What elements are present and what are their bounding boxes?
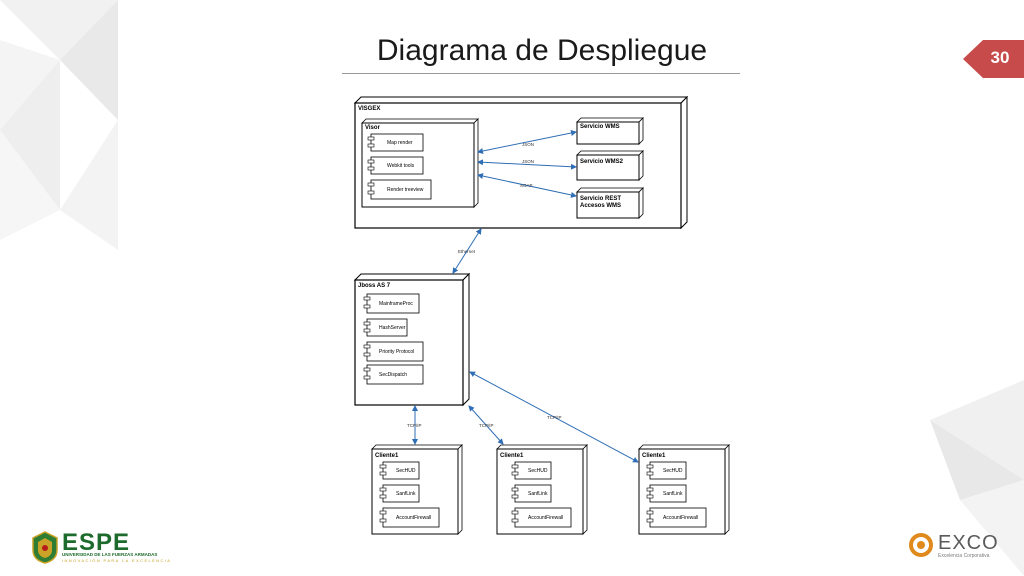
exco-subtitle: Excelencia Corporativa (938, 553, 990, 559)
svg-text:TCP/IP: TCP/IP (479, 423, 494, 428)
svg-text:Jboss AS 7: Jboss AS 7 (358, 283, 391, 289)
svg-text:JSON: JSON (522, 142, 534, 147)
connector-tcpip-2: TCP/IP (468, 405, 504, 445)
component-secdispatch: SecDispatch (363, 364, 424, 385)
node-cliente-2: Cliente1 SecHUD SanfLink AccountFirewall (496, 444, 588, 535)
node-servicio-wms2: Servicio WMS2 (576, 150, 644, 181)
node-visor-label: Visor (365, 125, 381, 131)
component-accountfirewall: AccountFirewall (511, 507, 572, 528)
slide-title: Diagrama de Despliegue (376, 34, 708, 67)
node-servicio-rest: Servicio REST Accesos WMS (576, 187, 644, 219)
svg-text:TCP/IP: TCP/IP (547, 415, 562, 420)
espe-subtitle: UNIVERSIDAD DE LAS FUERZAS ARMADAS (62, 552, 158, 557)
page-number-badge (963, 40, 1024, 78)
svg-text:AccountFirewall: AccountFirewall (663, 515, 698, 521)
connector-tcpip-1: TCP/IP (407, 405, 422, 445)
component-render-treeview: Render treeview (367, 179, 432, 200)
svg-text:AccountFirewall: AccountFirewall (528, 515, 563, 521)
connector-tcpip-3: TCP/IP (469, 371, 639, 463)
node-cliente-3: Cliente1 SecHUD SanfLink AccountFirewall (638, 444, 730, 535)
svg-text:Map render: Map render (387, 140, 413, 146)
svg-text:SanfLink: SanfLink (528, 491, 548, 497)
svg-text:SecDispatch: SecDispatch (379, 372, 407, 378)
component-accountfirewall: AccountFirewall (379, 507, 440, 528)
exco-logo-mark (909, 533, 933, 557)
component-sechud: SecHUD (379, 461, 420, 480)
node-servicio-wms: Servicio WMS (576, 117, 644, 145)
svg-text:TCP/IP: TCP/IP (407, 423, 422, 428)
component-accountfirewall: AccountFirewall (646, 507, 707, 528)
espe-tagline: INNOVACIÓN PARA LA EXCELENCIA (62, 558, 172, 563)
component-priority-protocol: Priority Protocol (363, 341, 424, 362)
component-mainframeproc: MainframeProc (363, 293, 420, 314)
svg-text:Accesos WMS: Accesos WMS (580, 203, 621, 209)
component-map-render: Map render (367, 133, 424, 152)
svg-text:SecHUD: SecHUD (396, 468, 416, 474)
svg-text:Webkit tools: Webkit tools (387, 163, 415, 169)
svg-text:Servicio REST: Servicio REST (580, 196, 621, 202)
svg-text:AccountFirewall: AccountFirewall (396, 515, 431, 521)
espe-logo-text: ESPE (62, 529, 131, 556)
svg-text:Servicio WMS: Servicio WMS (580, 124, 620, 130)
page-number: 30 (990, 48, 1010, 67)
svg-text:SanfLink: SanfLink (396, 491, 416, 497)
component-sanflink: SanfLink (511, 484, 552, 503)
component-sechud: SecHUD (646, 461, 687, 480)
svg-text:MainframeProc: MainframeProc (379, 301, 413, 307)
svg-text:Priority Protocol: Priority Protocol (379, 349, 414, 355)
svg-text:SOAP: SOAP (520, 183, 533, 188)
svg-text:Cliente1: Cliente1 (642, 453, 666, 459)
svg-text:Render treeview: Render treeview (387, 187, 424, 193)
component-sechud: SecHUD (511, 461, 552, 480)
svg-text:JSON: JSON (522, 159, 534, 164)
svg-text:Servicio WMS2: Servicio WMS2 (580, 159, 624, 165)
exco-logo-text: EXCO (938, 532, 999, 554)
svg-text:HashServer: HashServer (379, 325, 406, 331)
component-sanflink: SanfLink (646, 484, 687, 503)
component-sanflink: SanfLink (379, 484, 420, 503)
svg-text:Cliente1: Cliente1 (375, 453, 399, 459)
component-hashserver: HashServer (363, 318, 408, 337)
connector-json-wms2: JSON (477, 159, 577, 170)
component-webkit-tools: Webkit tools (367, 156, 424, 175)
espe-crest-logo (32, 531, 58, 564)
svg-text:Cliente1: Cliente1 (500, 453, 524, 459)
node-cliente-1: Cliente1 SecHUD SanfLink AccountFirewall (371, 444, 463, 535)
node-visgex-label: VISGEX (358, 106, 380, 112)
connector-json-wms: JSON (477, 130, 577, 154)
svg-text:SanfLink: SanfLink (663, 491, 683, 497)
svg-text:SecHUD: SecHUD (663, 468, 683, 474)
connector-ethernet: Ethernet (452, 228, 482, 274)
svg-text:SecHUD: SecHUD (528, 468, 548, 474)
svg-text:Ethernet: Ethernet (458, 249, 476, 254)
connector-soap-rest: SOAP (477, 173, 577, 198)
title-divider (342, 73, 740, 74)
